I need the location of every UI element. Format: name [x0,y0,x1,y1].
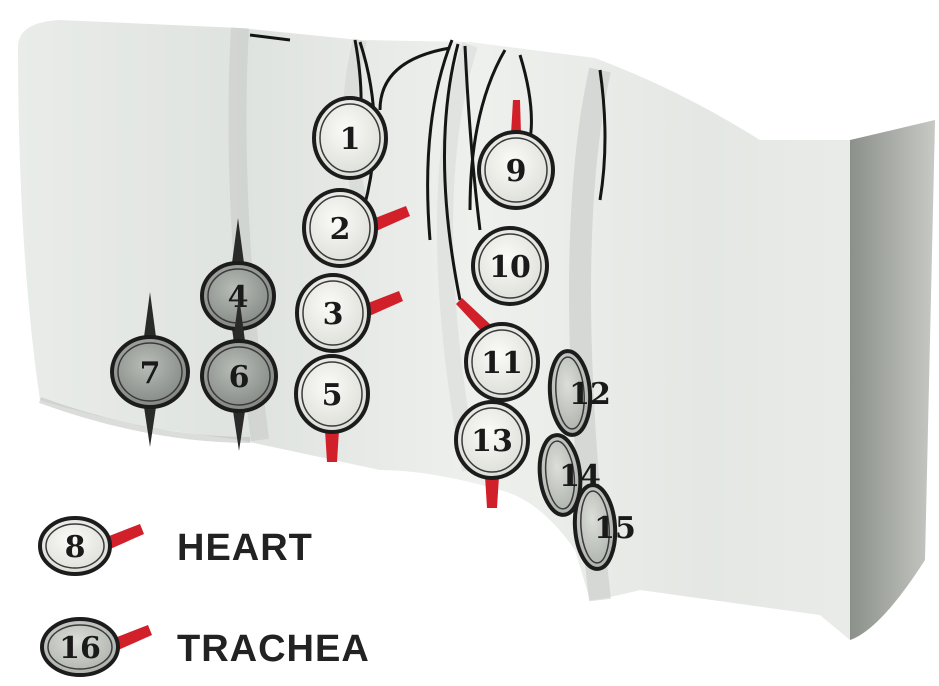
electrode-marker-1: 1 [314,98,386,178]
legend-marker-8: 8 [40,518,144,574]
marker-label: 16 [59,631,101,666]
marker-label: 3 [323,297,344,332]
electrode-marker-10: 10 [473,228,547,304]
legend: 8 16 [40,518,152,675]
marker-label: 8 [65,530,86,565]
marker-label: 9 [506,154,527,189]
marker-label: 7 [140,356,161,391]
marker-label: 6 [229,360,250,395]
marker-label: 1 [340,122,361,157]
marker-label: 15 [594,511,636,546]
legend-label-heart: HEART [177,527,313,570]
marker-label: 11 [481,346,523,381]
lead-tab [485,476,499,508]
marker-label: 10 [489,250,531,285]
torso-body [18,20,935,640]
marker-label: 12 [569,377,611,412]
legend-marker-16: 16 [42,619,152,675]
marker-label: 5 [322,378,343,413]
marker-label: 13 [471,424,513,459]
marker-label: 2 [330,212,351,247]
legend-label-trachea: TRACHEA [177,628,370,671]
lead-tab [325,430,339,462]
